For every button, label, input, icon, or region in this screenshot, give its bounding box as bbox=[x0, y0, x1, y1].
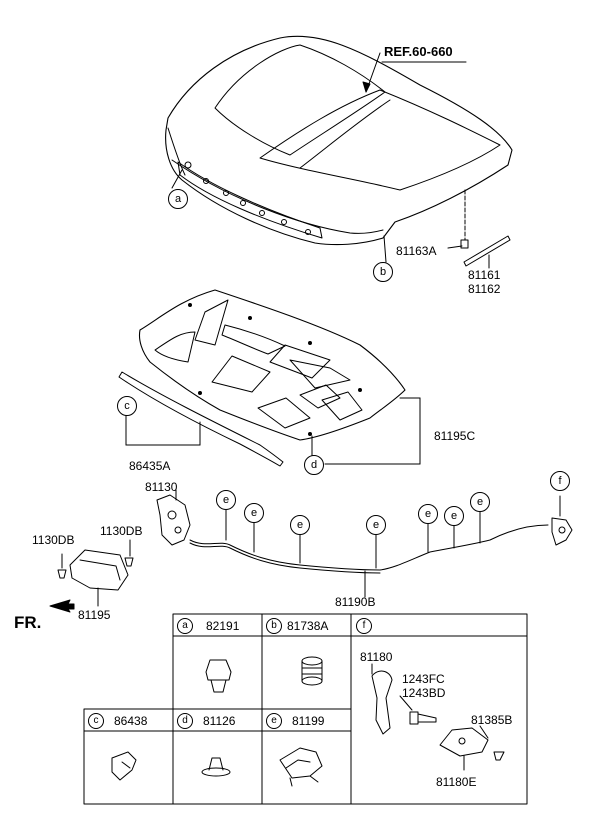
ref-label: REF.60-660 bbox=[384, 44, 453, 59]
callout-f: f bbox=[550, 471, 570, 491]
part-81385B: 81385B bbox=[471, 713, 513, 727]
callout-e-3: e bbox=[290, 515, 310, 535]
legend-a-part: 82191 bbox=[206, 619, 240, 633]
part-81162: 81162 bbox=[468, 282, 501, 296]
part-81180E: 81180E bbox=[436, 775, 477, 789]
legend-c-part: 86438 bbox=[114, 714, 148, 728]
callout-e-5: e bbox=[418, 504, 438, 524]
clip-82191-icon bbox=[205, 659, 232, 693]
front-arrow bbox=[49, 599, 75, 613]
callout-e-7: e bbox=[470, 492, 490, 512]
lever-81180E-icon bbox=[439, 725, 505, 771]
part-81195C: 81195C bbox=[434, 429, 476, 443]
part-1130DB-mid: 1130DB bbox=[100, 524, 143, 538]
callout-c: c bbox=[117, 396, 137, 416]
legend-table bbox=[83, 613, 528, 805]
clip-81199-icon bbox=[279, 747, 323, 787]
callout-e-1: e bbox=[216, 490, 236, 510]
part-81163A: 81163A bbox=[396, 244, 437, 258]
part-81161: 81161 bbox=[468, 268, 501, 282]
callout-e-6: e bbox=[444, 506, 464, 526]
clip-86438-icon bbox=[111, 751, 137, 781]
legend-b-circle: b bbox=[266, 618, 282, 634]
callout-e-4: e bbox=[366, 515, 386, 535]
legend-d-circle: d bbox=[177, 713, 193, 729]
callout-a: a bbox=[168, 189, 188, 209]
legend-d-part: 81126 bbox=[203, 714, 236, 728]
part-81130: 81130 bbox=[145, 480, 178, 494]
part-1243BD: 1243BD bbox=[402, 686, 446, 700]
leader-lines bbox=[125, 169, 421, 465]
release-cable bbox=[189, 495, 573, 574]
grommet-81126-icon bbox=[201, 757, 231, 777]
part-81195: 81195 bbox=[78, 608, 111, 622]
part-86435A: 86435A bbox=[129, 459, 171, 473]
legend-a-circle: a bbox=[177, 618, 193, 634]
legend-c-circle: c bbox=[88, 713, 104, 729]
bumper-81738A-icon bbox=[301, 656, 323, 686]
latch-bracket bbox=[57, 539, 134, 607]
part-81180: 81180 bbox=[360, 650, 393, 664]
callout-e-2: e bbox=[244, 503, 264, 523]
hood-panel bbox=[165, 35, 513, 246]
hood-latch bbox=[156, 489, 191, 546]
legend-f-circle: f bbox=[356, 618, 372, 634]
callout-d: d bbox=[304, 455, 324, 475]
front-direction-label: FR. bbox=[14, 613, 42, 632]
callout-b: b bbox=[373, 262, 393, 282]
part-1243FC: 1243FC bbox=[402, 672, 445, 686]
legend-e-part: 81199 bbox=[292, 714, 325, 728]
bolt-1243-icon bbox=[399, 695, 437, 725]
legend-b-part: 81738A bbox=[287, 619, 329, 633]
legend-e-circle: e bbox=[266, 713, 282, 729]
hood-insulator bbox=[138, 289, 406, 441]
part-1130DB-left: 1130DB bbox=[32, 533, 75, 547]
inner-handle-81180-icon bbox=[371, 663, 393, 735]
hood-stay-rod bbox=[447, 189, 511, 269]
weatherstrip bbox=[118, 371, 284, 467]
part-81190B: 81190B bbox=[335, 595, 376, 609]
cable-clip-leaders bbox=[225, 508, 481, 598]
